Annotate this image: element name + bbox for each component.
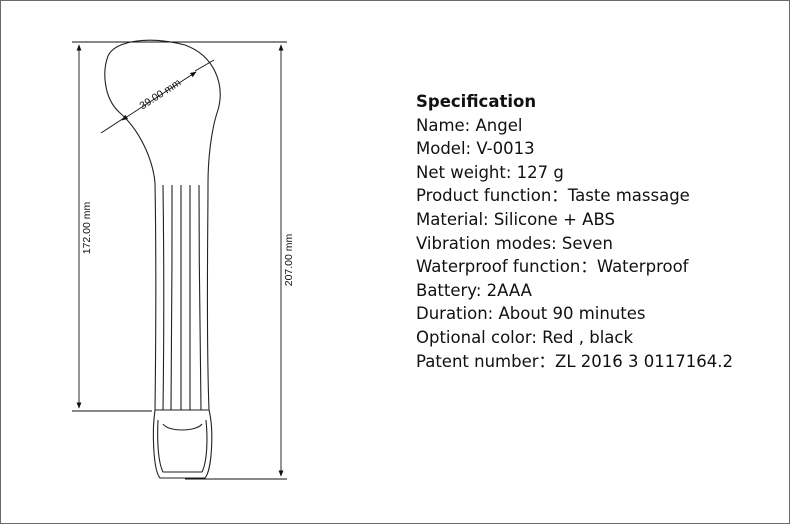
dimension-label-39: 39.00 mm (138, 77, 184, 113)
spec-line-material: Material: Silicone + ABS (416, 209, 615, 229)
dimension-label-172: 172.00 mm (81, 201, 93, 254)
spec-heading: Specification (416, 92, 537, 111)
spec-line-battery: Battery: 2AAA (416, 280, 532, 300)
spec-line-net-weight: Net weight: 127 g (416, 162, 564, 182)
spec-line-vibration-modes: Vibration modes: Seven (416, 233, 613, 253)
spec-line-product-function: Product function：Taste massage (416, 186, 690, 206)
product-outline (104, 39, 221, 479)
spec-line-waterproof-function: Waterproof function：Waterproof (416, 257, 689, 277)
spec-line-model: Model: V-0013 (416, 139, 535, 159)
spec-line-duration: Duration: About 90 minutes (416, 304, 646, 324)
dimension-lines (72, 41, 287, 480)
dimension-label-207: 207.00 mm (283, 233, 295, 286)
dimension-line-39 (121, 71, 197, 121)
spec-line-optional-color: Optional color: Red , black (416, 327, 634, 347)
specification-block: Specification Name: Angel Model: V-0013 … (416, 90, 776, 373)
spec-line-name: Name: Angel (416, 115, 523, 135)
spec-line-patent-number: Patent number：ZL 2016 3 0117164.2 (416, 351, 733, 371)
